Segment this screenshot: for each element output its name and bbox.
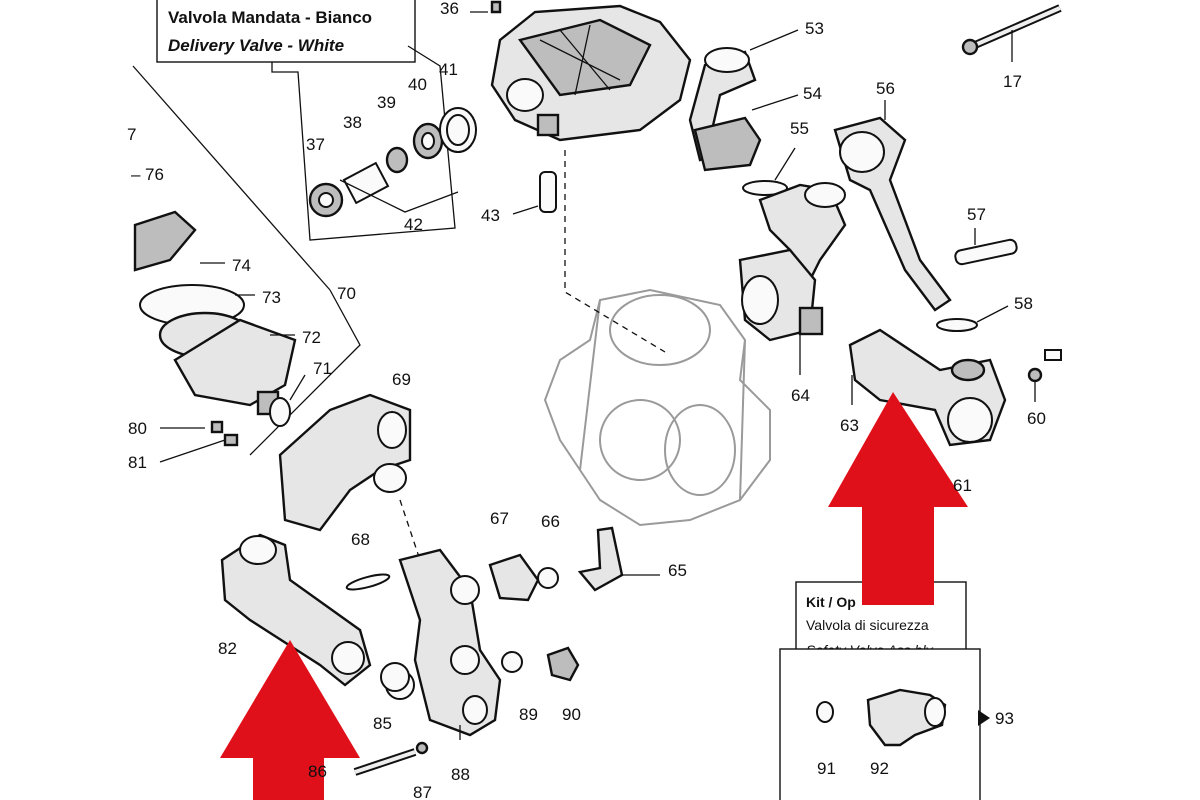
dashed-guide-head — [564, 150, 666, 353]
part-80 — [210, 420, 224, 434]
delivery-valve-box: Valvola Mandata - Bianco Delivery Valve … — [156, 0, 416, 63]
part-88-group — [385, 548, 502, 737]
part-89-washer — [501, 651, 523, 673]
part-label-56: 56 — [876, 79, 895, 98]
part-label-80: 80 — [128, 419, 147, 438]
kit-line-it: Valvola di sicurezza — [806, 617, 929, 633]
part-label-64: 64 — [791, 386, 810, 405]
part-label-81: 81 — [128, 453, 147, 472]
part-label-69: 69 — [392, 370, 411, 389]
part-69-manifold — [278, 393, 412, 532]
leader-53 — [749, 29, 799, 51]
part-label-58: 58 — [1014, 294, 1033, 313]
part-label-73: 73 — [262, 288, 281, 307]
leader-55 — [774, 147, 796, 181]
part-label-86: 86 — [308, 762, 327, 781]
delivery-valve-title-en: Delivery Valve - White — [168, 36, 344, 55]
part-label-90: 90 — [562, 705, 581, 724]
part-label-65: 65 — [668, 561, 687, 580]
diagonal-line-upper — [132, 65, 331, 291]
delivery-pipes-right — [688, 47, 1062, 447]
part-label-36: 36 — [440, 0, 459, 18]
part-label-54: 54 — [803, 84, 822, 103]
part-label-77: 7 — [127, 125, 136, 144]
part-label-37: 37 — [306, 135, 325, 154]
leader-43 — [512, 205, 539, 215]
part-43-clip — [539, 171, 557, 213]
valve-group-parts — [308, 0, 502, 218]
part-92-safety-valve — [866, 688, 947, 747]
kit-label: Kit / Op — [806, 594, 856, 610]
dashed-guide-69 — [399, 499, 421, 561]
leader-58 — [976, 305, 1009, 323]
part-label-40: 40 — [408, 75, 427, 94]
diaphragm-assembly — [133, 210, 297, 427]
part-label-74: 74 — [232, 256, 251, 275]
part-labels: 36 37 38 39 40 41 42 43 53 54 55 56 57 5… — [127, 0, 1046, 800]
highlight-arrow-right — [828, 392, 968, 605]
part-label-43: 43 — [481, 206, 500, 225]
pump-head — [490, 4, 692, 142]
part-17-bolt — [961, 4, 1062, 56]
part-label-76-dash: – — [131, 165, 141, 184]
delivery-valve-box-frame — [156, 0, 416, 63]
part-86-bolt — [353, 741, 429, 776]
part-82-pipe — [220, 533, 372, 687]
part-label-60: 60 — [1027, 409, 1046, 428]
part-label-76: 76 — [145, 165, 164, 184]
part-label-67: 67 — [490, 509, 509, 528]
arrow-93-marker — [978, 710, 990, 726]
leader-71 — [289, 374, 306, 401]
part-label-17: 17 — [1003, 72, 1022, 91]
part-label-92: 92 — [870, 759, 889, 778]
leader-42 — [339, 179, 459, 213]
pump-body-outline — [543, 288, 771, 527]
part-label-82: 82 — [218, 639, 237, 658]
part-label-70: 70 — [337, 284, 356, 303]
part-label-89: 89 — [519, 705, 538, 724]
part-label-63: 63 — [840, 416, 859, 435]
part-label-68: 68 — [351, 530, 370, 549]
part-label-55: 55 — [790, 119, 809, 138]
part-label-71: 71 — [313, 359, 332, 378]
part-label-42: 42 — [404, 215, 423, 234]
part-label-85: 85 — [373, 714, 392, 733]
part-label-41: 41 — [439, 60, 458, 79]
part-label-88: 88 — [451, 765, 470, 784]
part-label-72: 72 — [302, 328, 321, 347]
highlight-arrow-left — [220, 640, 360, 800]
leader-81 — [159, 439, 226, 463]
part-label-39: 39 — [377, 93, 396, 112]
part-label-57: 57 — [967, 205, 986, 224]
part-label-93: 93 — [995, 709, 1014, 728]
part-label-87: 87 — [413, 783, 432, 800]
part-label-38: 38 — [343, 113, 362, 132]
fittings-65-67 — [488, 526, 624, 602]
part-90-plug — [546, 646, 580, 682]
part-81 — [223, 433, 239, 447]
delivery-valve-title-it: Valvola Mandata - Bianco — [168, 8, 372, 27]
part-91-oring — [816, 701, 834, 723]
part-68-gasket — [345, 573, 391, 591]
part-label-91: 91 — [817, 759, 836, 778]
part-85-oring — [380, 662, 410, 692]
part-label-61: 61 — [953, 476, 972, 495]
part-label-66: 66 — [541, 512, 560, 531]
leader-54 — [751, 94, 799, 111]
part-label-53: 53 — [805, 19, 824, 38]
valve-group-bracket — [271, 45, 456, 241]
